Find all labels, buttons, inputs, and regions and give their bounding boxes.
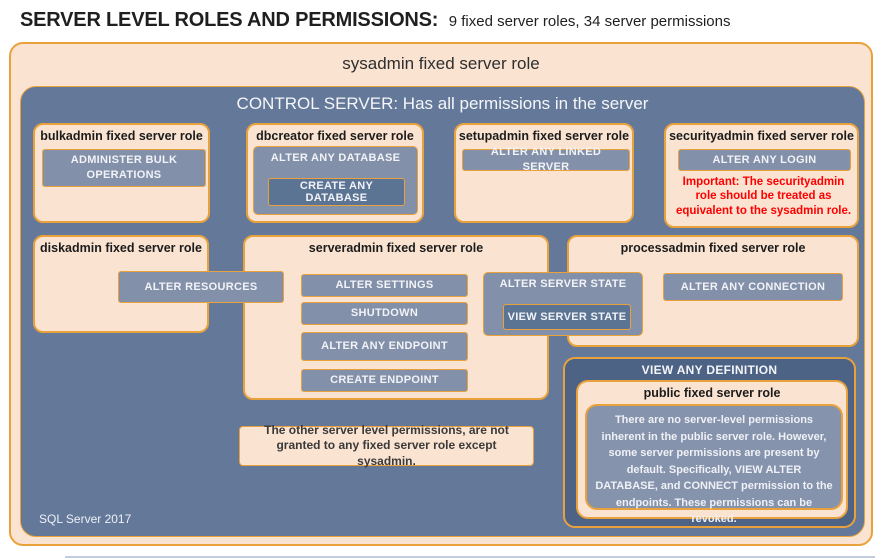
permission-view-server-state: VIEW SERVER STATE bbox=[503, 304, 631, 330]
setupadmin-role-box: setupadmin fixed server role ALTER ANY L… bbox=[454, 123, 634, 223]
serveradmin-role-label: serveradmin fixed server role bbox=[308, 241, 484, 255]
dbcreator-role-box: dbcreator fixed server role ALTER ANY DA… bbox=[246, 123, 424, 223]
permission-shutdown: SHUTDOWN bbox=[301, 302, 468, 325]
permission-administer-bulk-operations: ADMINISTER BULK OPERATIONS bbox=[42, 149, 206, 187]
page-title: SERVER LEVEL ROLES AND PERMISSIONS: 9 fi… bbox=[20, 9, 731, 32]
page-title-main: SERVER LEVEL ROLES AND PERMISSIONS: bbox=[20, 9, 439, 31]
control-server-header: CONTROL SERVER: Has all permissions in t… bbox=[236, 94, 649, 113]
securityadmin-warning-text: Important: The securityadmin role should… bbox=[675, 176, 852, 217]
securityadmin-role-label: securityadmin fixed server role bbox=[669, 129, 854, 143]
permission-alter-any-login: ALTER ANY LOGIN bbox=[678, 149, 851, 171]
processadmin-role-label: processadmin fixed server role bbox=[620, 241, 806, 255]
permission-alter-any-endpoint: ALTER ANY ENDPOINT bbox=[301, 332, 468, 361]
view-any-definition-label: VIEW ANY DEFINITION bbox=[641, 363, 778, 377]
permission-alter-any-connection: ALTER ANY CONNECTION bbox=[663, 273, 843, 301]
control-server-box: CONTROL SERVER: Has all permissions in t… bbox=[20, 86, 865, 537]
serveradmin-role-box: serveradmin fixed server role ALTER SETT… bbox=[243, 235, 549, 400]
public-role-label: public fixed server role bbox=[643, 386, 781, 400]
page-title-sub: 9 fixed server roles, 34 server permissi… bbox=[448, 13, 731, 30]
public-role-box: public fixed server role There are no se… bbox=[576, 380, 848, 525]
public-role-description: There are no server-level permissions in… bbox=[585, 404, 843, 525]
bottom-cropped-edge bbox=[65, 556, 875, 558]
bulkadmin-role-box: bulkadmin fixed server role ADMINISTER B… bbox=[33, 123, 210, 223]
permission-alter-any-linked-server: ALTER ANY LINKED SERVER bbox=[462, 146, 630, 173]
other-permissions-note: The other server level permissions, are … bbox=[239, 423, 534, 468]
permission-create-endpoint: CREATE ENDPOINT bbox=[301, 369, 468, 392]
dbcreator-role-label: dbcreator fixed server role bbox=[256, 129, 414, 143]
diskadmin-role-label: diskadmin fixed server role bbox=[40, 241, 202, 255]
sysadmin-role-label: sysadmin fixed server role bbox=[342, 54, 540, 73]
setupadmin-role-label: setupadmin fixed server role bbox=[458, 129, 630, 143]
securityadmin-role-box: securityadmin fixed server role ALTER AN… bbox=[664, 123, 859, 228]
permission-alter-settings: ALTER SETTINGS bbox=[301, 274, 468, 297]
permission-alter-any-database-label: ALTER ANY DATABASE bbox=[270, 152, 401, 164]
sql-server-version-label: SQL Server 2017 bbox=[39, 512, 132, 526]
permission-create-any-database: CREATE ANY DATABASE bbox=[268, 178, 405, 206]
permission-alter-any-database: ALTER ANY DATABASE CREATE ANY DATABASE bbox=[253, 146, 418, 215]
permission-alter-server-state: ALTER SERVER STATE VIEW SERVER STATE bbox=[483, 272, 643, 336]
permission-alter-server-state-label: ALTER SERVER STATE bbox=[499, 278, 627, 290]
bulkadmin-role-label: bulkadmin fixed server role bbox=[40, 129, 203, 143]
view-any-definition-box: VIEW ANY DEFINITION public fixed server … bbox=[563, 357, 856, 528]
permission-alter-resources: ALTER RESOURCES bbox=[118, 271, 284, 303]
